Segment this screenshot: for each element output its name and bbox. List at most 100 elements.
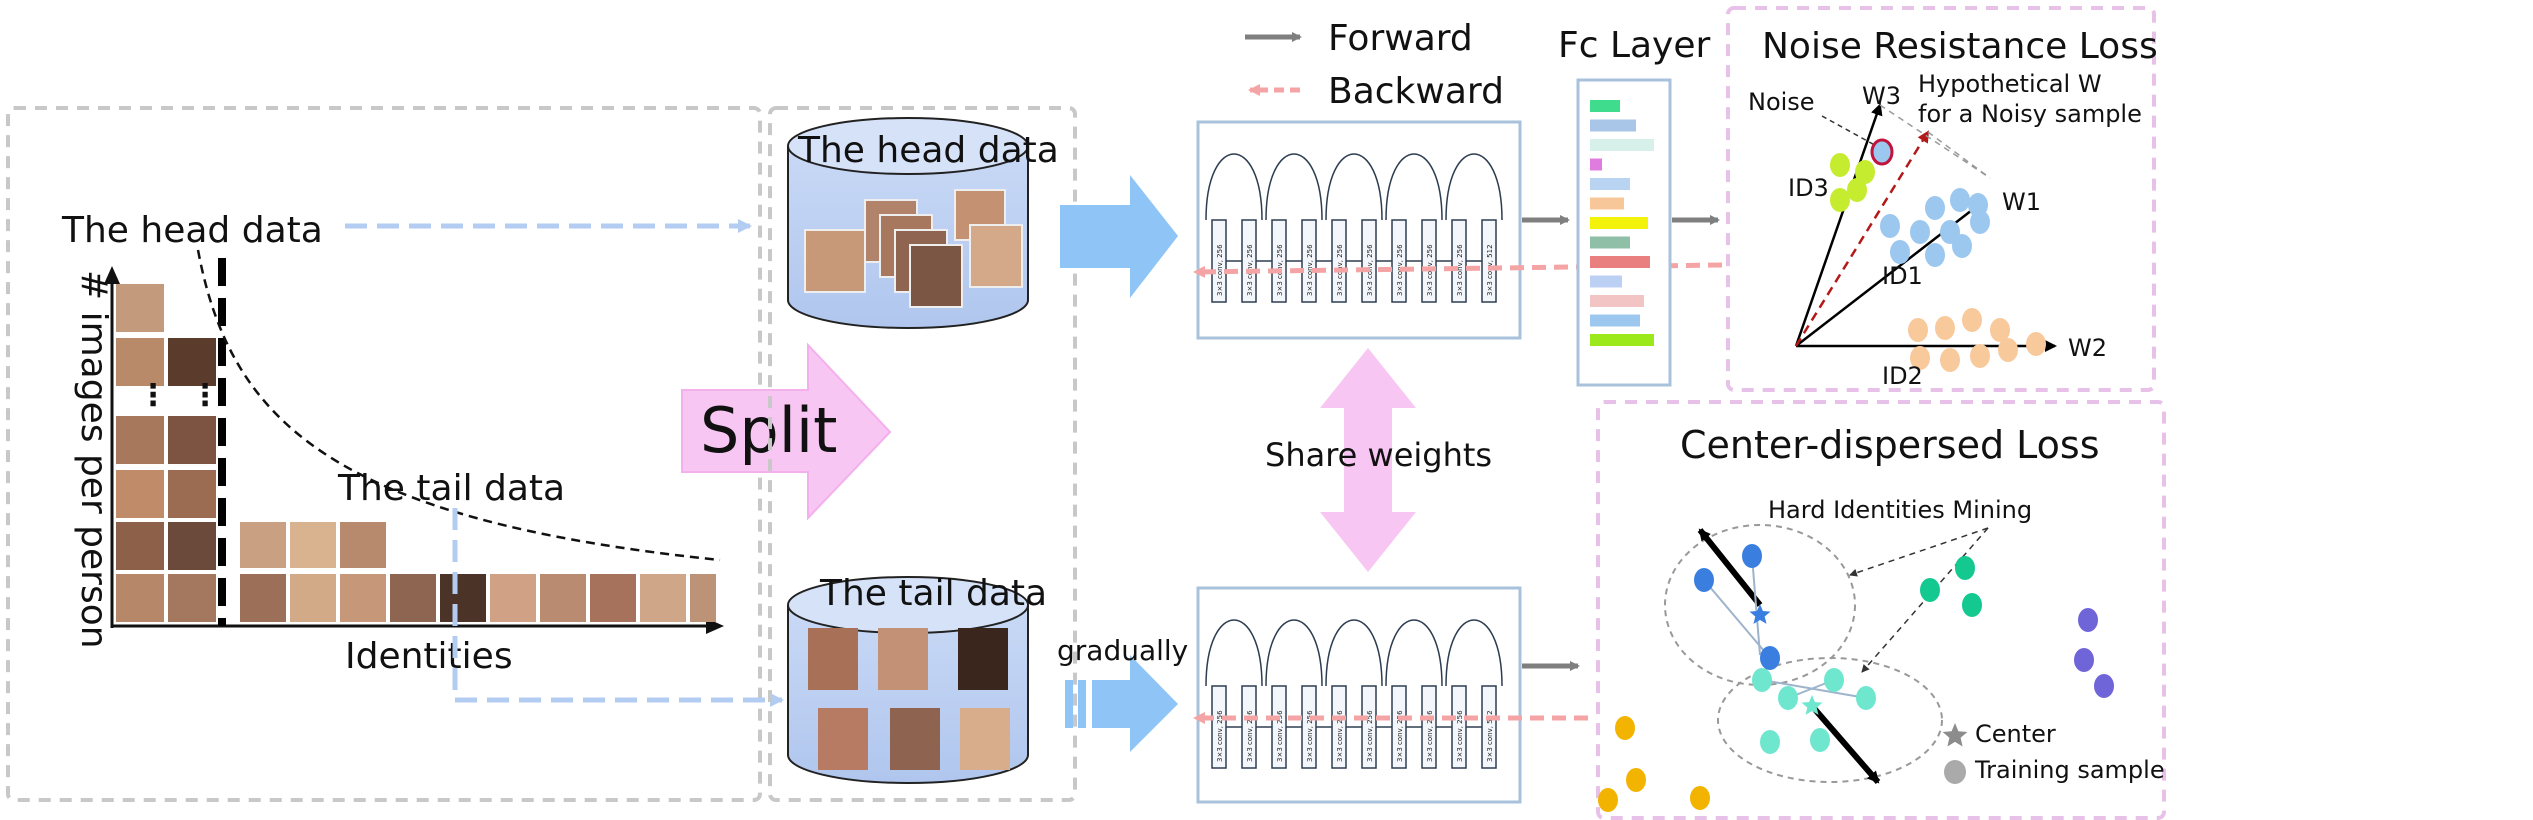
head-database-label: The head data [797, 130, 1059, 171]
y-axis-label: # images per person [73, 270, 114, 649]
skip-connection [1205, 619, 1263, 687]
noise-panel-sample [1952, 234, 1972, 258]
fc-neuron-bar [1590, 119, 1636, 132]
noise-panel-sample [1890, 240, 1910, 264]
skip-connection [1325, 153, 1383, 221]
svg-text:⋮: ⋮ [138, 379, 168, 412]
noise-resistance-panel [1726, 6, 2156, 392]
fc-neuron-bar [1590, 158, 1602, 171]
conv-block-label: 3×3 conv, 256 [1306, 710, 1314, 762]
conv-block-label: 3×3 conv, 256 [1426, 710, 1434, 762]
tail-to-db-arrow [452, 508, 784, 707]
center-panel-sample [1920, 578, 1940, 602]
id3-label: ID3 [1788, 174, 1829, 202]
database-panel [768, 106, 1077, 802]
noise-panel-sample [1830, 153, 1850, 177]
fc-neuron-bar [1590, 100, 1620, 112]
noisy-sample [1870, 138, 1894, 166]
skip-connection [1385, 153, 1443, 221]
noise-panel-sample [1855, 160, 1875, 184]
long-tail-panel [6, 106, 762, 802]
center-panel-sample [1760, 730, 1780, 754]
noise-panel-sample [1830, 188, 1850, 212]
noise-panel-title: Noise Resistance Loss [1762, 26, 2158, 67]
legend-backward: Backward [1328, 71, 1504, 112]
center-dispersed-panel [1596, 400, 2166, 820]
training-sample-legend-icon [1944, 760, 1966, 784]
hypothetical-w-label: Hypothetical W [1918, 70, 2102, 98]
conv-block-label: 3×3 conv, 256 [1216, 710, 1224, 762]
conv-block-label: 3×3 conv, 256 [1216, 244, 1224, 296]
w1-label: W1 [2002, 188, 2041, 216]
skip-connection [1205, 153, 1263, 221]
fc-neuron-bar [1590, 314, 1640, 327]
noise-panel-sample [1925, 243, 1945, 267]
conv-block-label: 3×3 conv, 256 [1456, 244, 1464, 296]
tail-database [787, 576, 1029, 784]
center-legend-label: Center [1975, 720, 2056, 748]
conv-block-label: 3×3 conv, 256 [1396, 710, 1404, 762]
center-panel-sample [1778, 686, 1798, 710]
tail-data-label: The tail data [337, 468, 565, 509]
noise-panel-sample [1970, 344, 1990, 368]
skip-connection [1445, 619, 1503, 687]
fc-neuron-bar [1590, 197, 1624, 210]
noise-panel-sample [1940, 348, 1960, 372]
noise-panel-sample [2026, 332, 2046, 356]
center-panel-sample [1760, 646, 1780, 670]
center-panel-title: Center-dispersed Loss [1680, 423, 2100, 467]
training-sample-legend-label: Training sample [1974, 756, 2165, 784]
x-axis-label: Identities [345, 636, 513, 677]
id1-label: ID1 [1882, 262, 1923, 290]
conv-block-label: 3×3 conv, 256 [1336, 710, 1344, 762]
conv-block-label: 3×3 conv, 256 [1456, 710, 1464, 762]
noise-panel-sample [1910, 346, 1930, 370]
network-bottom: 3×3 conv, 256 3×3 conv, 256 3×3 conv, 256 3… [1196, 586, 1522, 804]
center-panel-sample [2094, 674, 2114, 698]
center-star-icon [1801, 695, 1823, 715]
fc-neuron-bar [1590, 295, 1644, 307]
hard-mining-label: Hard Identities Mining [1768, 496, 2032, 524]
fc-layer-bars [1590, 100, 1654, 346]
noise-panel-sample [1880, 214, 1900, 238]
fc-neuron-bar [1590, 236, 1630, 249]
head-database [787, 117, 1029, 329]
fc-neuron-bar [1590, 178, 1630, 190]
noise-panel-sample [1925, 196, 1945, 220]
share-weights-arrow [1320, 348, 1416, 572]
legend-forward: Forward [1328, 18, 1473, 59]
center-panel-sample [2078, 608, 2098, 632]
conv-block-label: 3×3 conv, 256 [1306, 244, 1314, 296]
conv-block-label: 3×3 conv, 256 [1396, 244, 1404, 296]
head-data-label: The head data [61, 210, 323, 251]
fc-neuron-bar [1590, 256, 1650, 268]
center-panel-sample [1742, 544, 1762, 568]
skip-connection [1325, 619, 1383, 687]
head-faces: ⋮ ⋮ [116, 284, 220, 622]
noise-panel-sample [1935, 316, 1955, 340]
center-panel-sample [1810, 728, 1830, 752]
noise-panel-sample [1990, 318, 2010, 342]
hypothetical-w-sub-label: for a Noisy sample [1918, 100, 2142, 128]
conv-block-label: 3×3 conv, 256 [1276, 710, 1284, 762]
fc-neuron-bar [1590, 217, 1648, 229]
conv-block [1481, 685, 1497, 769]
id2-label: ID2 [1882, 362, 1923, 390]
center-panel-sample [1626, 768, 1646, 792]
skip-connection [1265, 619, 1323, 687]
noise-label: Noise [1748, 88, 1815, 116]
center-panel-sample [1690, 786, 1710, 810]
share-weights-label: Share weights [1265, 436, 1492, 474]
center-panel-sample [2074, 648, 2094, 672]
head-flow-arrow [1060, 175, 1178, 298]
gradual-flow-arrow [1065, 655, 1178, 752]
noise-panel-sample [1950, 188, 1970, 212]
fc-neuron-bar [1590, 334, 1654, 346]
skip-connection [1445, 153, 1503, 221]
conv-block [1481, 219, 1497, 303]
noise-panel-sample [1998, 338, 2018, 362]
center-legend-star-icon [1942, 723, 1968, 747]
split-arrow [681, 342, 892, 521]
conv-block-label: 3×3 conv, 256 [1246, 710, 1254, 762]
noise-panel-sample [1910, 220, 1930, 244]
